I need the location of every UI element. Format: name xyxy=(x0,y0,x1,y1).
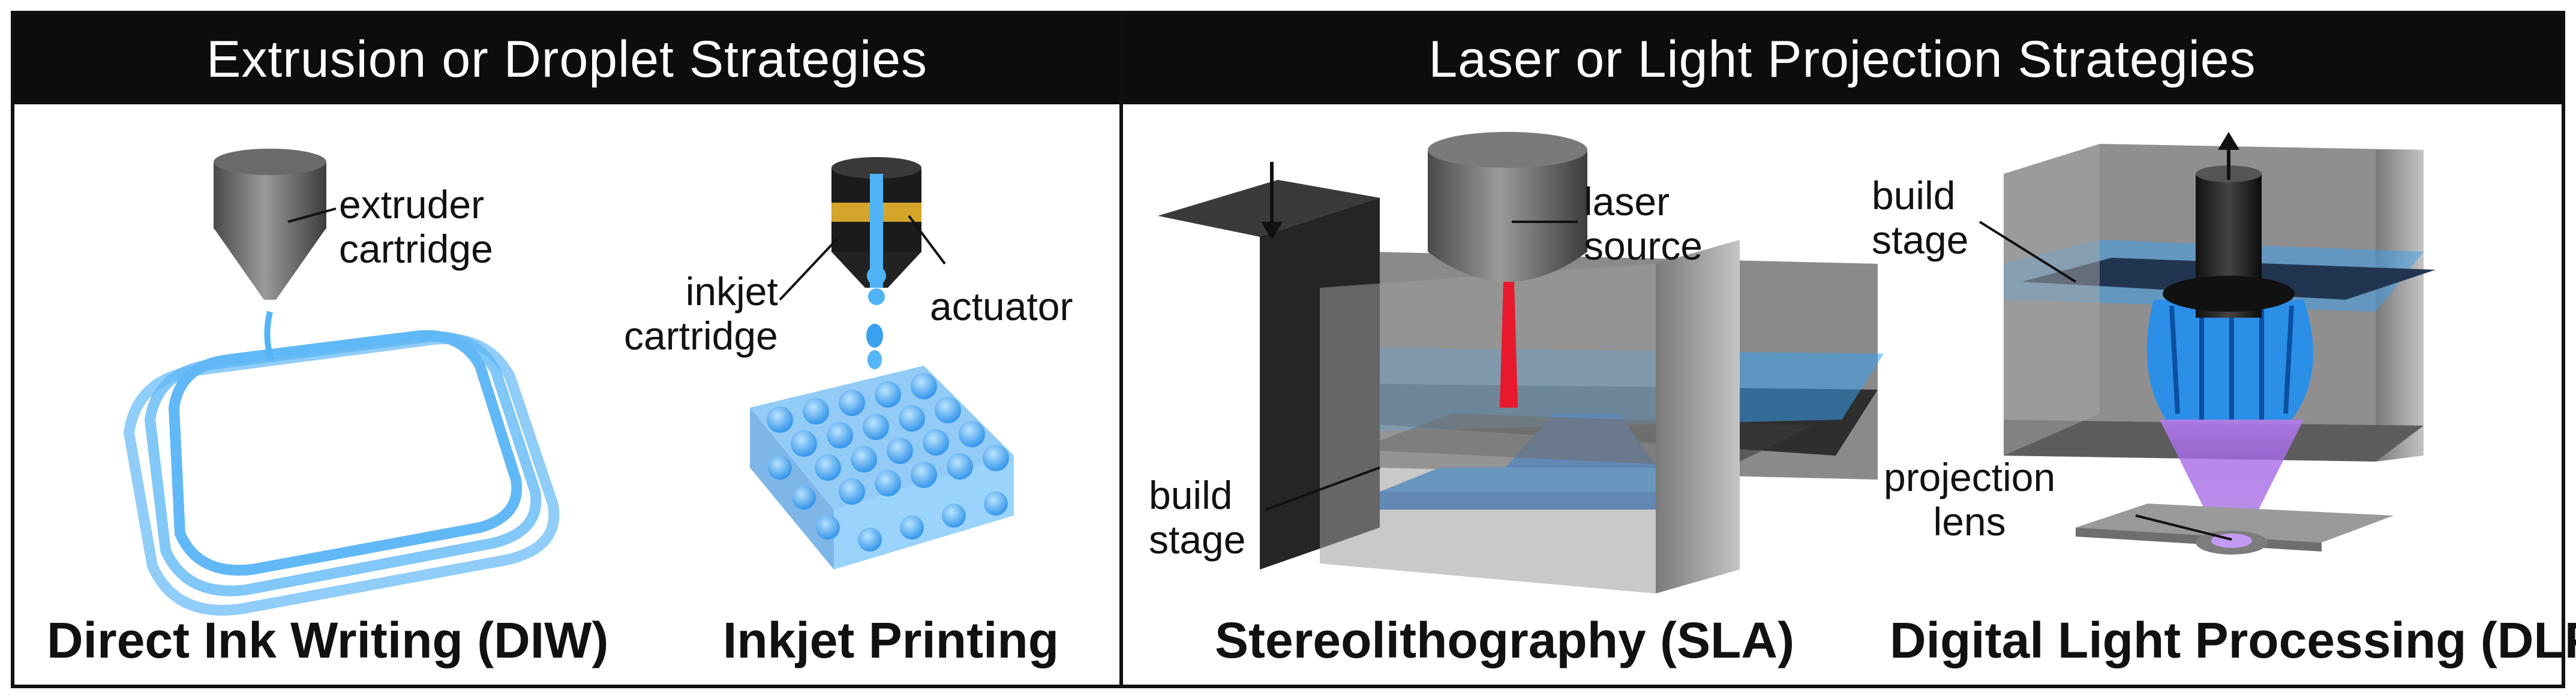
diw-label-line-1: extruder xyxy=(339,182,485,227)
dlp-lens-label: projection lens xyxy=(1884,455,2056,544)
diw-caption: Direct Ink Writing (DIW) xyxy=(47,612,609,668)
diw-label-line-2: cartridge xyxy=(339,226,493,271)
dlp-illustration xyxy=(1978,132,2436,555)
inkjet-cartridge-label: inkjet cartridge xyxy=(624,269,778,358)
sla-illustration xyxy=(1158,132,1884,593)
sla-stage-line-2: stage xyxy=(1149,517,1246,562)
dlp-caption: Digital Light Processing (DLP) xyxy=(1890,612,2576,668)
inkjet-illustration xyxy=(750,157,1014,570)
dlp-stage-label: build stage xyxy=(1872,173,1969,263)
dlp-stage-line-2: stage xyxy=(1872,217,1969,262)
diw-illustration xyxy=(123,149,560,616)
inkjet-label-line-2: cartridge xyxy=(624,313,778,358)
sla-stage-line-1: build xyxy=(1149,473,1233,517)
panel-title-laser: Laser or Light Projection Strategies xyxy=(1123,14,2562,104)
panel-title-extrusion: Extrusion or Droplet Strategies xyxy=(14,14,1119,104)
inkjet-caption: Inkjet Printing xyxy=(723,612,1059,668)
sla-laser-label: laser source xyxy=(1584,179,1703,269)
diw-extruder-label: extruder cartridge xyxy=(339,182,493,272)
sla-laser-line-1: laser xyxy=(1584,179,1670,224)
dlp-lens-line-1: projection xyxy=(1884,455,2056,499)
dlp-stage-line-1: build xyxy=(1872,173,1956,218)
sla-stage-label: build stage xyxy=(1149,473,1246,562)
sla-laser-line-2: source xyxy=(1584,223,1703,268)
dlp-lens-line-2: lens xyxy=(1933,499,2006,544)
inkjet-label-line-1: inkjet xyxy=(685,269,778,314)
inkjet-actuator-label: actuator xyxy=(930,284,1073,329)
panel-extrusion-droplet: Extrusion or Droplet Strategies xyxy=(11,11,1123,688)
sla-caption: Stereolithography (SLA) xyxy=(1215,612,1795,668)
